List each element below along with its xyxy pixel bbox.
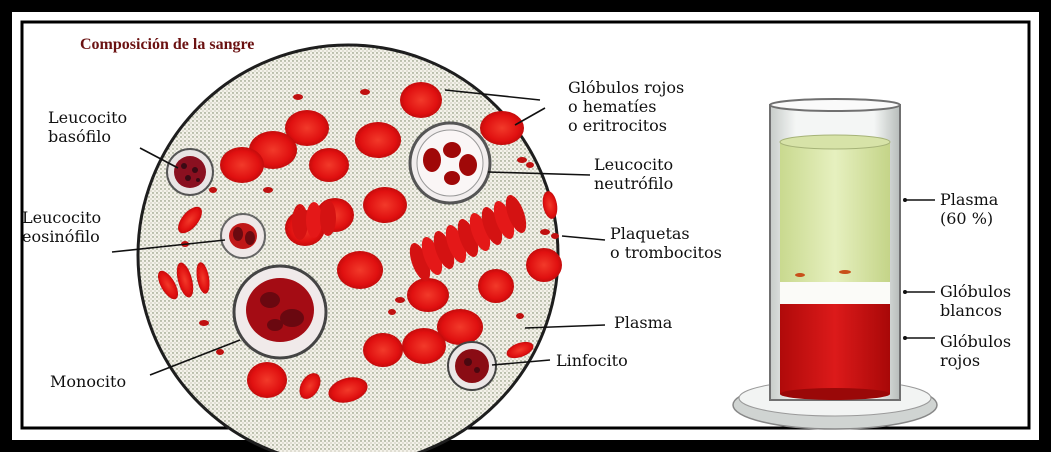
eosinophil-cell (221, 214, 265, 258)
label-leucocito-neutrofilo: Leucocito neutrófilo (594, 155, 673, 193)
label-leucocito-basofilo: Leucocito basófilo (48, 108, 127, 146)
label-leucocito-eosinofilo: Leucocito eosinófilo (22, 208, 101, 246)
label-plaquetas: Plaquetas o trombocitos (610, 224, 722, 262)
label-linfocito: Linfocito (556, 351, 628, 370)
red-cell-layer (780, 304, 890, 394)
neutrophil-cell (410, 123, 490, 203)
monocyte-cell (234, 266, 326, 358)
label-plasma-tube: Plasma (60 %) (940, 190, 998, 228)
label-globulos-rojos: Glóbulos rojos o hematíes o eritrocitos (568, 78, 684, 135)
plasma-layer (780, 142, 890, 282)
label-globulos-rojos-tube: Glóbulos rojos (940, 332, 1011, 370)
lymphocyte-cell (448, 342, 496, 390)
diagram-title: Composición de la sangre (80, 36, 254, 54)
label-globulos-blancos: Glóbulos blancos (940, 282, 1011, 320)
label-plasma-cell: Plasma (614, 313, 672, 332)
label-monocito: Monocito (50, 372, 126, 391)
basophil-cell (167, 149, 213, 195)
buffy-coat-layer (780, 282, 890, 304)
